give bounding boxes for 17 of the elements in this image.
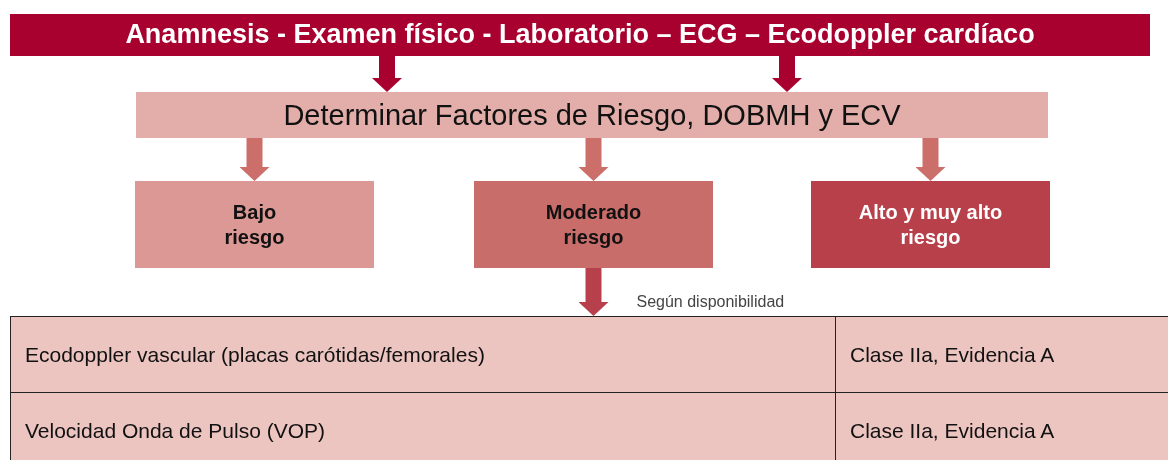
table-cell: Ecodoppler vascular (placas carótidas/femorales): [11, 317, 836, 393]
block-arrow: [372, 56, 402, 92]
title-banner: Anamnesis - Examen físico - Laboratorio – ECG – Ecodoppler cardíaco: [10, 14, 1150, 56]
data-table: [10, 316, 1168, 460]
block-arrow: [772, 56, 802, 92]
block-arrow: [578, 268, 609, 316]
risk-box: Alto y muy alto riesgo: [811, 181, 1050, 268]
edge-label: Según disponibilidad: [636, 293, 785, 311]
risk-box: Moderado riesgo: [474, 181, 713, 268]
block-arrow: [239, 138, 270, 181]
table-cell: Clase IIa, Evidencia A: [836, 393, 1168, 460]
risk-box: Bajo riesgo: [135, 181, 374, 268]
table-cell: Clase IIa, Evidencia A: [836, 317, 1168, 393]
table-cell: Velocidad Onda de Pulso (VOP): [11, 393, 836, 460]
process-bar: Determinar Factores de Riesgo, DOBMH y ECV: [136, 92, 1048, 138]
block-arrow: [915, 138, 946, 181]
block-arrow: [578, 138, 609, 181]
